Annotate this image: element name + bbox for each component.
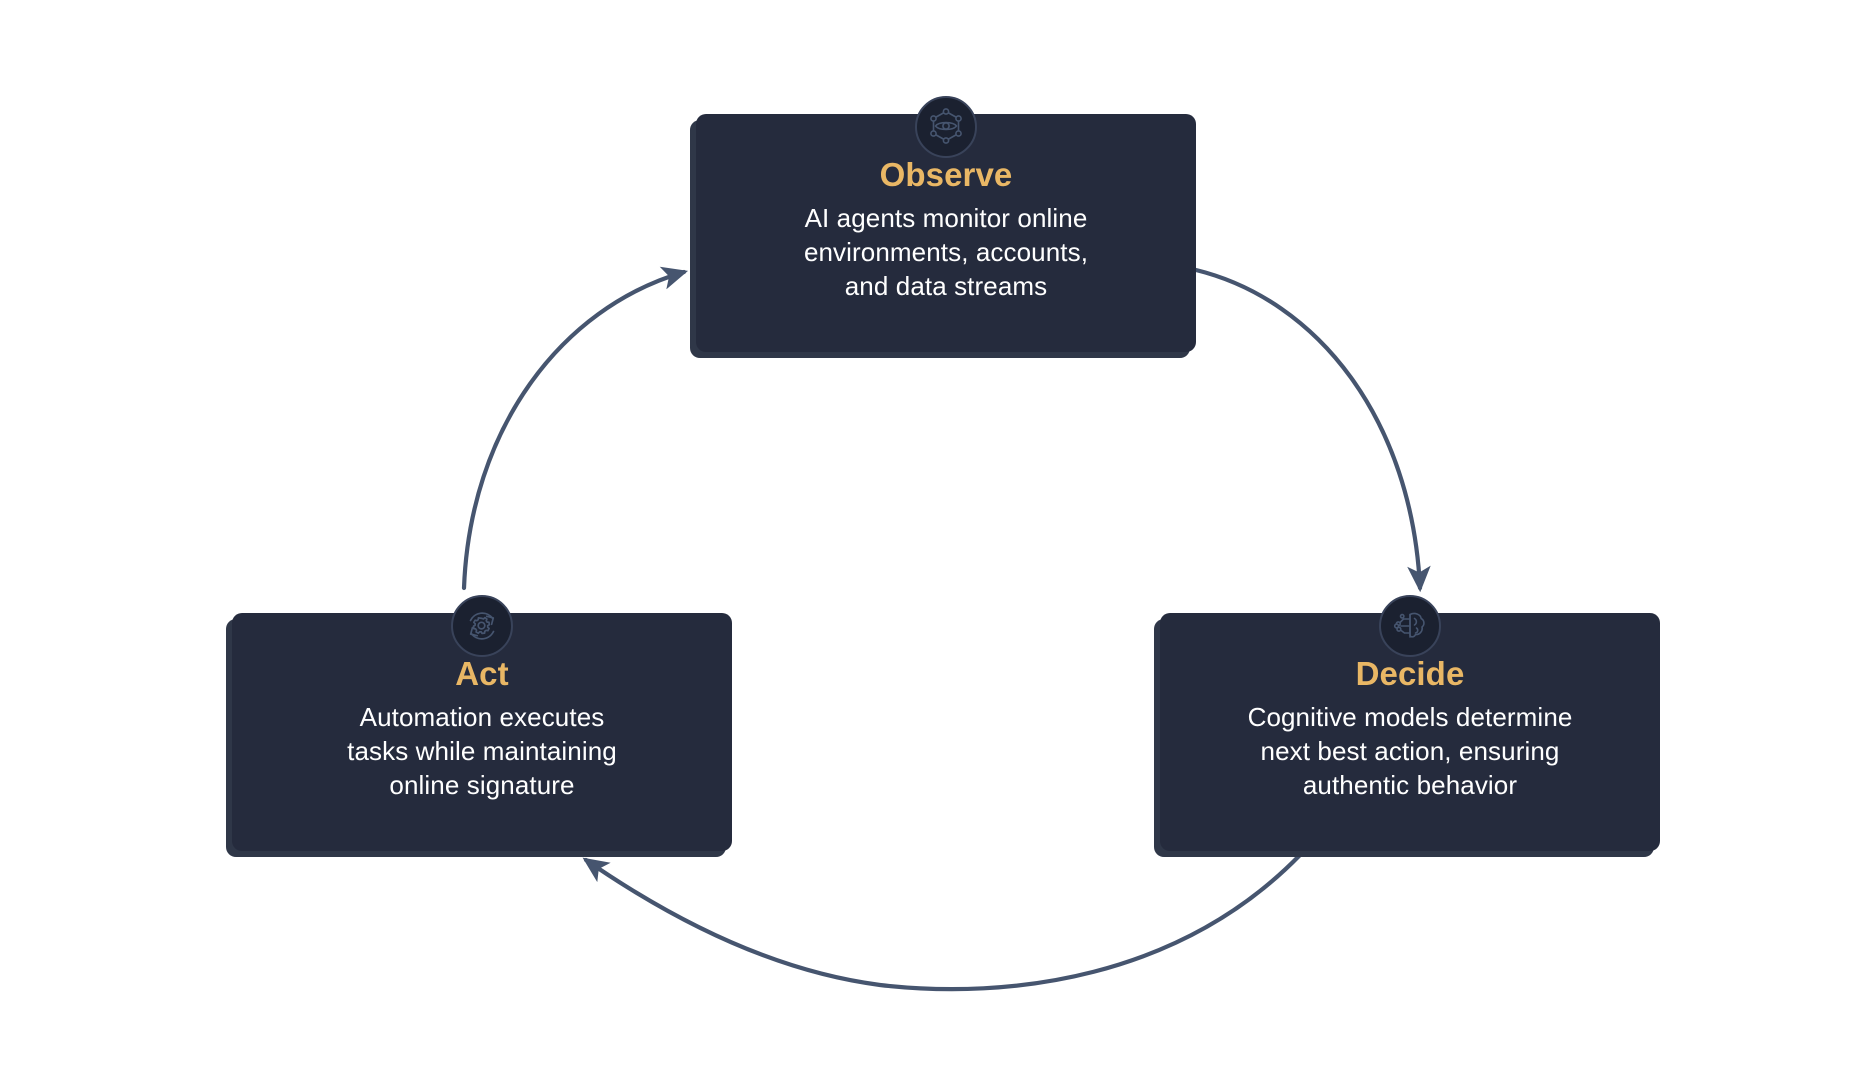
arc-act-to-observe xyxy=(461,266,689,591)
stage-description-line: AI agents monitor online xyxy=(804,203,1088,234)
stage-description-observe: AI agents monitor online environments, a… xyxy=(804,202,1088,303)
network-eye-icon[interactable] xyxy=(915,96,977,158)
stage-description-line: and data streams xyxy=(844,270,1048,301)
stage-title-act: Act xyxy=(455,655,509,693)
stage-description-line: tasks while maintaining xyxy=(347,736,617,767)
stage-title-decide: Decide xyxy=(1355,655,1465,693)
stage-description-act: Automation executes tasks while maintain… xyxy=(347,701,617,802)
stage-card-decide[interactable]: Decide Cognitive models determine next b… xyxy=(1160,613,1660,851)
network-eye-icon-glyph xyxy=(930,108,962,144)
stage-description-line: Automation executes xyxy=(359,702,605,733)
arc-decide-to-act xyxy=(582,852,1303,992)
arc-observe-to-decide xyxy=(1193,267,1431,593)
gear-refresh-icon[interactable] xyxy=(451,595,513,657)
stage-description-line: Cognitive models determine xyxy=(1247,702,1573,733)
circuit-brain-icon-glyph xyxy=(1393,612,1425,638)
stage-description-line: environments, accounts, xyxy=(803,237,1089,268)
stage-title-observe: Observe xyxy=(879,156,1013,194)
circuit-brain-icon[interactable] xyxy=(1379,595,1441,657)
stage-description-line: authentic behavior xyxy=(1302,769,1518,800)
stage-description-line: next best action, ensuring xyxy=(1260,736,1560,767)
stage-description-decide: Cognitive models determine next best act… xyxy=(1248,701,1573,802)
stage-description-line: online signature xyxy=(389,769,575,800)
gear-refresh-icon-glyph xyxy=(469,612,495,640)
